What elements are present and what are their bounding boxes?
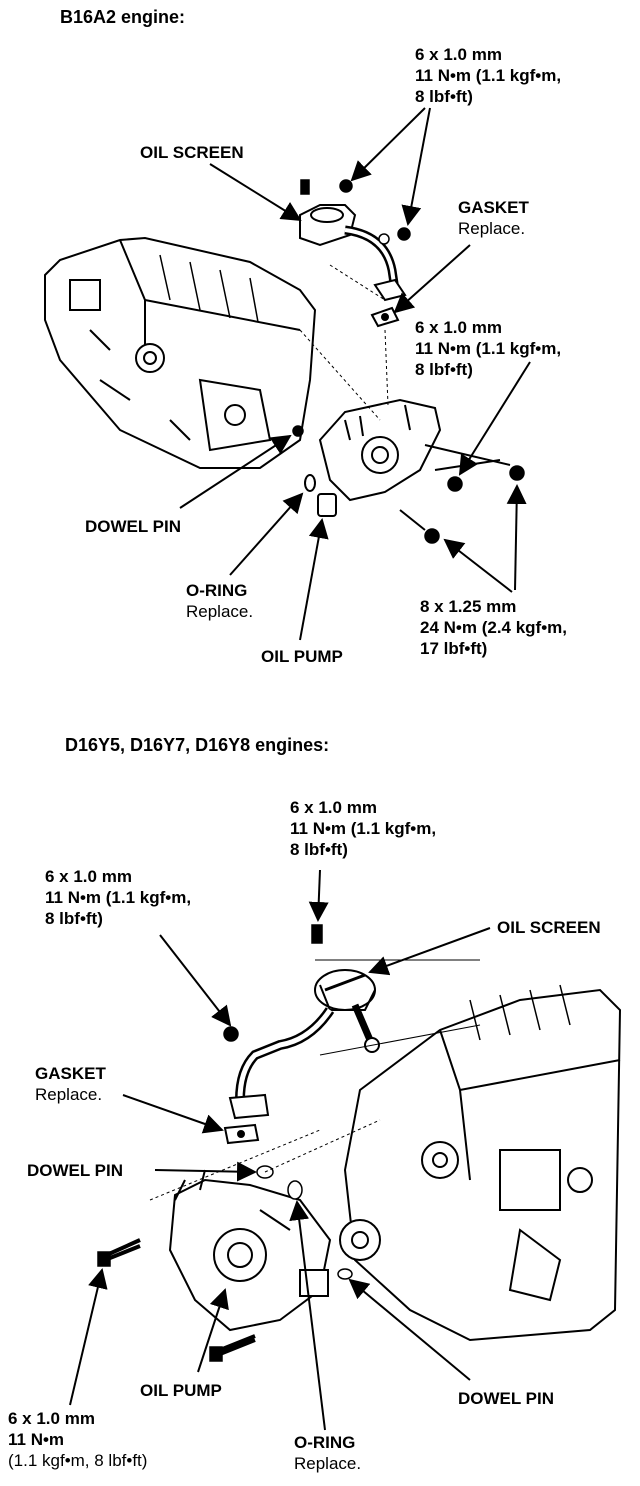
s2-bolt-bottom-line2: 11 N•m <box>8 1430 65 1449</box>
s1-o-ring-label: O-RING Replace. <box>186 580 253 622</box>
b16a2-engine-block <box>44 236 317 469</box>
d16-oil-pump <box>168 1169 332 1332</box>
s2-o-ring-name: O-RING <box>294 1433 356 1452</box>
d16-oil-screen <box>228 959 481 1120</box>
s2-bolt-left-line1: 6 x 1.0 mm <box>45 867 132 886</box>
s1-bolt-mid-line3: 8 lbf•ft) <box>415 360 473 379</box>
s2-o-ring-label: O-RING Replace. <box>294 1432 361 1474</box>
s2-bolt-top-line3: 8 lbf•ft) <box>290 840 348 859</box>
s2-gasket-name: GASKET <box>35 1064 106 1083</box>
s1-bolt-mid-line2: 11 N•m (1.1 kgf•m, <box>415 339 562 358</box>
s1-bolt-top-spec: 6 x 1.0 mm 11 N•m (1.1 kgf•m, 8 lbf•ft) <box>415 44 561 107</box>
s1-bolt-top-line2: 11 N•m (1.1 kgf•m, <box>415 66 562 85</box>
section2-title: D16Y5, D16Y7, D16Y8 engines: <box>65 735 330 755</box>
s1-dowel-pin-label: DOWEL PIN <box>85 517 182 536</box>
d16-engine-block <box>339 984 622 1342</box>
s1-bolt-large-line1: 8 x 1.25 mm <box>420 597 517 616</box>
s2-dowel-pin-right-label: DOWEL PIN <box>458 1389 555 1408</box>
s2-bolt-left-line2: 11 N•m (1.1 kgf•m, <box>45 888 192 907</box>
b16a2-leader-lines <box>179 107 531 641</box>
s2-oil-pump-label: OIL PUMP <box>140 1381 222 1400</box>
s1-bolt-top-line1: 6 x 1.0 mm <box>415 45 502 64</box>
s2-bolt-bottom-line3: (1.1 kgf•m, 8 lbf•ft) <box>8 1451 148 1470</box>
section1-title: B16A2 engine: <box>60 7 186 27</box>
b16a2-gasket <box>370 306 400 328</box>
s2-gasket-note: Replace. <box>35 1085 103 1104</box>
s2-bolt-left-spec: 6 x 1.0 mm 11 N•m (1.1 kgf•m, 8 lbf•ft) <box>45 866 191 929</box>
s1-o-ring-note: Replace. <box>186 602 254 621</box>
d16-gasket <box>223 1123 260 1145</box>
s2-bolt-bottom-spec: 6 x 1.0 mm 11 N•m (1.1 kgf•m, 8 lbf•ft) <box>8 1408 147 1471</box>
s2-dowel-pin-left-label: DOWEL PIN <box>27 1161 124 1180</box>
s1-gasket-note: Replace. <box>458 219 526 238</box>
s1-bolt-mid-spec: 6 x 1.0 mm 11 N•m (1.1 kgf•m, 8 lbf•ft) <box>415 317 561 380</box>
s1-oil-screen-label: OIL SCREEN <box>140 143 244 162</box>
s2-oil-screen-label: OIL SCREEN <box>497 918 601 937</box>
d16-leader-lines <box>69 869 491 1431</box>
b16a2-oil-pump <box>304 398 511 531</box>
d16-bolts-and-pins <box>97 924 353 1362</box>
s1-bolt-top-line3: 8 lbf•ft) <box>415 87 473 106</box>
s1-bolt-mid-line1: 6 x 1.0 mm <box>415 318 502 337</box>
s2-bolt-top-line1: 6 x 1.0 mm <box>290 798 377 817</box>
b16a2-oil-screen <box>299 204 407 302</box>
s2-o-ring-note: Replace. <box>294 1454 362 1473</box>
s2-bolt-bottom-line1: 6 x 1.0 mm <box>8 1409 95 1428</box>
s1-bolt-large-line3: 17 lbf•ft) <box>420 639 488 658</box>
s1-gasket-label: GASKET Replace. <box>458 197 529 239</box>
s2-bolt-left-line3: 8 lbf•ft) <box>45 909 103 928</box>
s1-oil-pump-label: OIL PUMP <box>261 647 343 666</box>
s1-bolt-large-spec: 8 x 1.25 mm 24 N•m (2.4 kgf•m, 17 lbf•ft… <box>420 596 567 659</box>
s2-bolt-top-spec: 6 x 1.0 mm 11 N•m (1.1 kgf•m, 8 lbf•ft) <box>290 797 436 860</box>
b16a2-bolts <box>292 179 525 544</box>
s1-bolt-large-line2: 24 N•m (2.4 kgf•m, <box>420 618 568 637</box>
s1-gasket-name: GASKET <box>458 198 529 217</box>
s2-bolt-top-line2: 11 N•m (1.1 kgf•m, <box>290 819 437 838</box>
s2-gasket-label: GASKET Replace. <box>35 1063 106 1105</box>
s1-o-ring-name: O-RING <box>186 581 248 600</box>
